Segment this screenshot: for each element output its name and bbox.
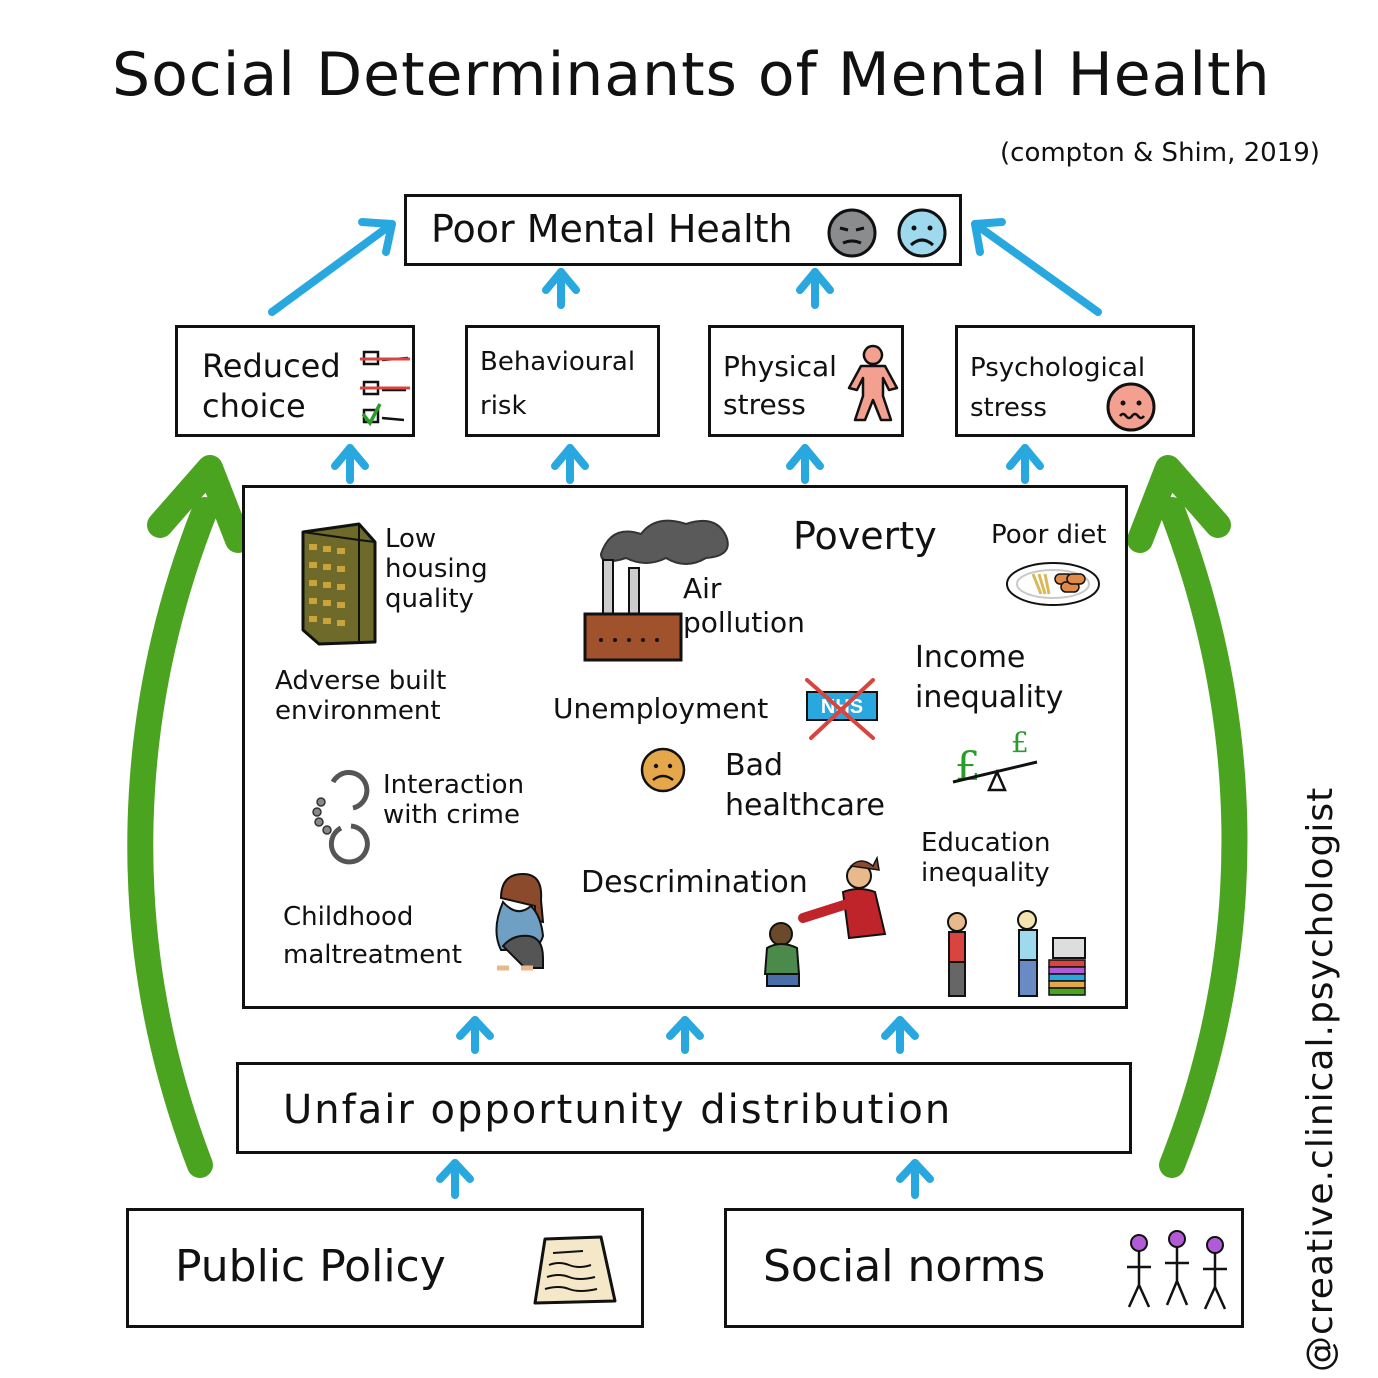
citation: (compton & Shim, 2019): [1000, 138, 1320, 168]
social-norms-label: Social norms: [763, 1241, 1046, 1292]
crouching-child-icon: [495, 872, 545, 971]
svg-text:£: £: [955, 744, 980, 790]
pathway-box-psychological-stress: Psychological stress: [955, 325, 1195, 437]
author-watermark: @creative.clinical.psychologist: [1300, 786, 1341, 1372]
diagram-title: Social Determinants of Mental Health: [112, 40, 1271, 110]
poor-mental-health-label: Poor Mental Health: [431, 207, 793, 251]
factor-low-housing-quality: Low housing quality: [385, 524, 488, 614]
public-policy-box: Public Policy: [126, 1208, 644, 1328]
anxious-face-icon: [1106, 382, 1156, 432]
pathway-label: Behavioural risk: [480, 347, 636, 421]
pathway-label: Physical stress: [723, 350, 837, 421]
poor-mental-health-box: Poor Mental Health: [404, 194, 962, 266]
checklist-icon: [360, 350, 410, 427]
pathway-label: Reduced choice: [202, 347, 341, 425]
factor-adverse-built-environment: Adverse built environment: [275, 666, 447, 726]
pathway-box-physical-stress: Physical stress: [708, 325, 904, 437]
pathway-box-reduced-choice: Reduced choice: [175, 325, 415, 437]
svg-text:£: £: [1011, 726, 1029, 759]
factor-poverty: Poverty: [793, 514, 937, 558]
building-icon: [301, 522, 377, 646]
factor-unemployment: Unemployment: [553, 692, 769, 725]
stressed-person-icon: [847, 344, 899, 422]
factor-interaction-with-crime: Interaction with crime: [383, 770, 525, 830]
crossed-nhs-sign-icon: NHS: [805, 678, 878, 740]
public-policy-label: Public Policy: [175, 1241, 446, 1292]
factory-pollution-icon: [583, 519, 729, 662]
pathway-box-behavioural-risk: Behavioural risk: [465, 325, 660, 437]
factor-bad-healthcare: Bad healthcare: [725, 748, 885, 823]
factor-income-inequality: Income inequality: [915, 640, 1064, 715]
factor-descrimination: Descrimination: [581, 865, 808, 900]
determinants-box: Low housing quality Air pollution Povert…: [242, 485, 1128, 1009]
discrimination-figures-icon: [763, 855, 887, 987]
sad-face-icon: [640, 747, 686, 793]
pathway-label: Psychological stress: [970, 353, 1146, 423]
unfair-opportunity-label: Unfair opportunity distribution: [283, 1087, 953, 1133]
handcuffs-icon: [312, 770, 370, 865]
unfair-opportunity-box: Unfair opportunity distribution: [236, 1062, 1132, 1154]
education-figures-icon: [947, 910, 1086, 997]
factor-childhood-maltreatment: Childhood maltreatment: [283, 902, 462, 970]
factor-poor-diet: Poor diet: [991, 520, 1107, 550]
people-icon: [1127, 1230, 1227, 1310]
sad-face-icon: [827, 208, 877, 258]
factor-air-pollution: Air pollution: [683, 572, 805, 639]
plate-icon: [1006, 562, 1100, 606]
seesaw-pound-icon: £ £: [952, 726, 1038, 792]
factor-education-inequality: Education inequality: [921, 828, 1051, 888]
document-icon: [533, 1235, 617, 1305]
sad-face-icon: [897, 208, 947, 258]
social-norms-box: Social norms: [724, 1208, 1244, 1328]
